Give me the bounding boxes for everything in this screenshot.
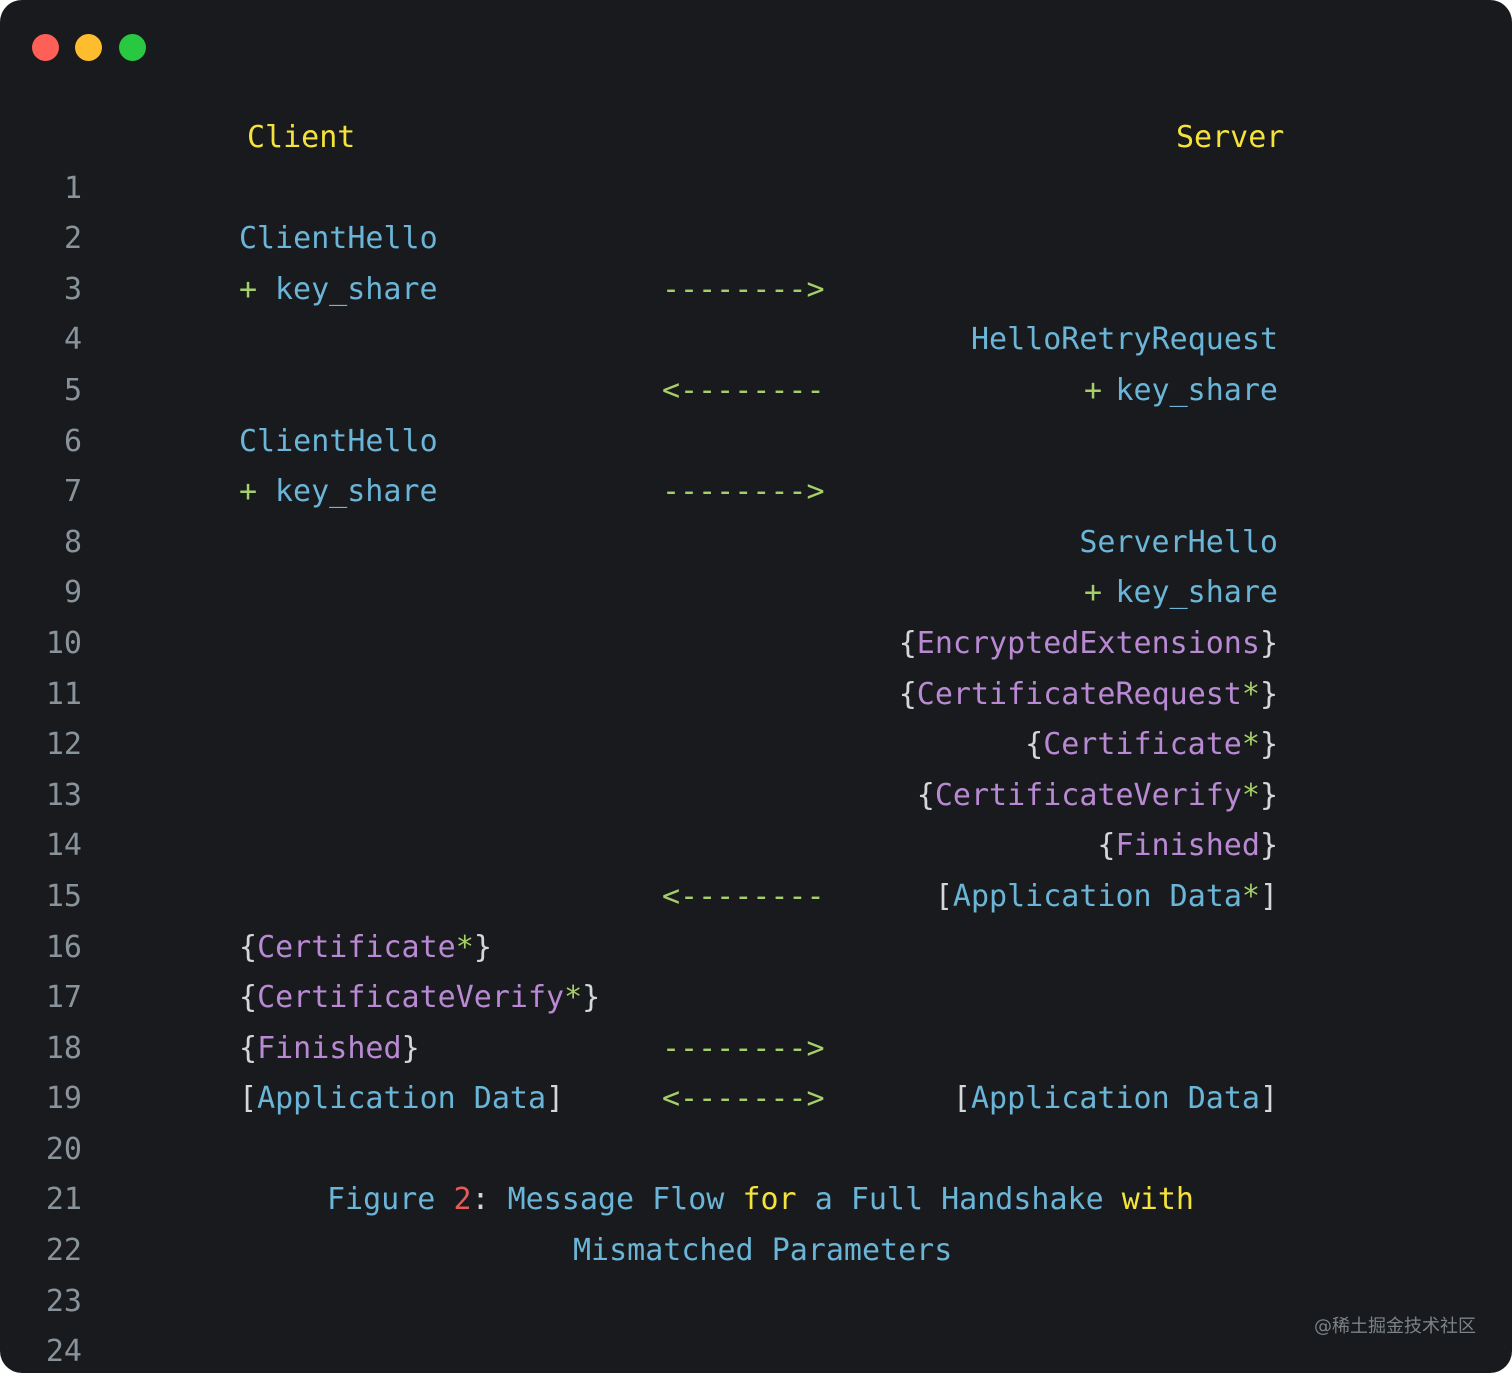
client-message: ClientHello	[239, 221, 438, 257]
arrow-to-server: -------->	[662, 474, 825, 510]
code-block: 1 Client Server 2 3 ClientHello 4 + key_…	[0, 113, 1512, 1369]
client-message: ClientHello	[239, 423, 438, 459]
arrow-to-server: -------->	[662, 271, 825, 307]
server-message: {CertificateVerify*}	[916, 777, 1278, 813]
server-message: {Certificate*}	[1025, 727, 1278, 763]
code-line: 24	[0, 1277, 1512, 1369]
server-message: {CertificateRequest*}	[898, 676, 1278, 712]
code-line: 2	[0, 164, 1512, 256]
client-message: [Application Data]	[239, 1081, 565, 1117]
extension-plus: +	[1084, 575, 1103, 611]
line-number: 9	[63, 575, 82, 611]
line-number: 13	[45, 777, 82, 813]
code-line: 19 {Finished} -------->	[0, 1024, 1512, 1117]
line-number: 15	[45, 878, 82, 914]
line-number: 5	[63, 372, 82, 408]
line-number: 10	[45, 625, 82, 661]
line-number: 20	[45, 1131, 82, 1167]
code-line: 10 + key_share	[0, 568, 1512, 661]
line-number: 24	[45, 1334, 82, 1370]
figure-caption: Mismatched Parameters	[573, 1233, 953, 1269]
server-header: Server	[1176, 120, 1285, 155]
client-message: {CertificateVerify*}	[239, 980, 601, 1016]
figure-caption: Figure 2: Message Flow for a Full Handsh…	[327, 1182, 1194, 1218]
client-extension: key_share	[275, 271, 438, 307]
server-message: [Application Data]	[952, 1081, 1278, 1117]
arrow-to-client: <--------	[662, 372, 825, 408]
line-number: 3	[63, 271, 82, 307]
line-number: 22	[45, 1233, 82, 1269]
code-line: 23 Mismatched Parameters	[0, 1226, 1512, 1319]
extension-plus: +	[239, 474, 258, 510]
code-line: 1 Client Server	[0, 113, 1512, 206]
server-message: {Finished}	[1097, 828, 1278, 864]
code-line: 8 + key_share -------->	[0, 467, 1512, 560]
code-line: 21	[0, 1125, 1512, 1217]
client-header: Client	[247, 120, 356, 155]
line-number: 4	[63, 322, 82, 358]
line-number: 21	[45, 1182, 82, 1218]
code-line: 14 {CertificateVerify*}	[0, 771, 1512, 864]
client-extension: key_share	[275, 474, 438, 510]
line-number: 8	[63, 524, 82, 560]
line-number: 7	[63, 474, 82, 510]
code-line: 11 {EncryptedExtensions}	[0, 619, 1512, 712]
minimize-button[interactable]	[75, 34, 102, 61]
line-number: 6	[63, 423, 82, 459]
line-number: 14	[45, 828, 82, 864]
code-line: 5 HelloRetryRequest	[0, 315, 1512, 408]
line-number: 11	[45, 676, 82, 712]
line-number: 1	[63, 170, 82, 206]
line-number: 17	[45, 980, 82, 1016]
server-message: {EncryptedExtensions}	[898, 625, 1278, 661]
server-message: ServerHello	[1079, 524, 1278, 560]
server-message: HelloRetryRequest	[970, 322, 1278, 358]
code-line: 15 {Finished}	[0, 821, 1512, 914]
code-line: 3 ClientHello	[0, 214, 1512, 307]
line-number: 2	[63, 221, 82, 257]
code-line: 22 Figure 2: Message Flow for a Full Han…	[0, 1175, 1512, 1268]
line-number: 23	[45, 1283, 82, 1319]
code-line: 17 {Certificate*}	[0, 923, 1512, 1016]
zoom-button[interactable]	[119, 34, 146, 61]
code-line: 18 {CertificateVerify*}	[0, 973, 1512, 1066]
server-extension: key_share	[1115, 372, 1278, 408]
close-button[interactable]	[32, 34, 59, 61]
line-number: 18	[45, 1030, 82, 1066]
arrow-to-server: -------->	[662, 1030, 825, 1066]
code-line: 9 ServerHello	[0, 518, 1512, 611]
code-line: 12 {CertificateRequest*}	[0, 670, 1512, 763]
arrow-to-client: <--------	[662, 878, 825, 914]
code-line: 4 + key_share -------->	[0, 265, 1512, 358]
code-line: 7 ClientHello	[0, 417, 1512, 510]
watermark: @稀土掘金技术社区	[1314, 1316, 1476, 1337]
extension-plus: +	[1084, 372, 1103, 408]
line-number: 16	[45, 929, 82, 965]
extension-plus: +	[239, 271, 258, 307]
client-message: {Certificate*}	[239, 929, 492, 965]
server-extension: key_share	[1115, 575, 1278, 611]
server-message: [Application Data*]	[934, 878, 1278, 914]
arrow-bidirectional: <------->	[662, 1081, 825, 1117]
code-line: 6 <-------- + key_share	[0, 366, 1512, 459]
client-message: {Finished}	[239, 1030, 420, 1066]
code-line: 20 [Application Data] <-------> [Applica…	[0, 1074, 1512, 1167]
line-number: 12	[45, 727, 82, 763]
code-line: 16 <-------- [Application Data*]	[0, 872, 1512, 965]
line-number: 19	[45, 1081, 82, 1117]
code-line: 13 {Certificate*}	[0, 720, 1512, 813]
